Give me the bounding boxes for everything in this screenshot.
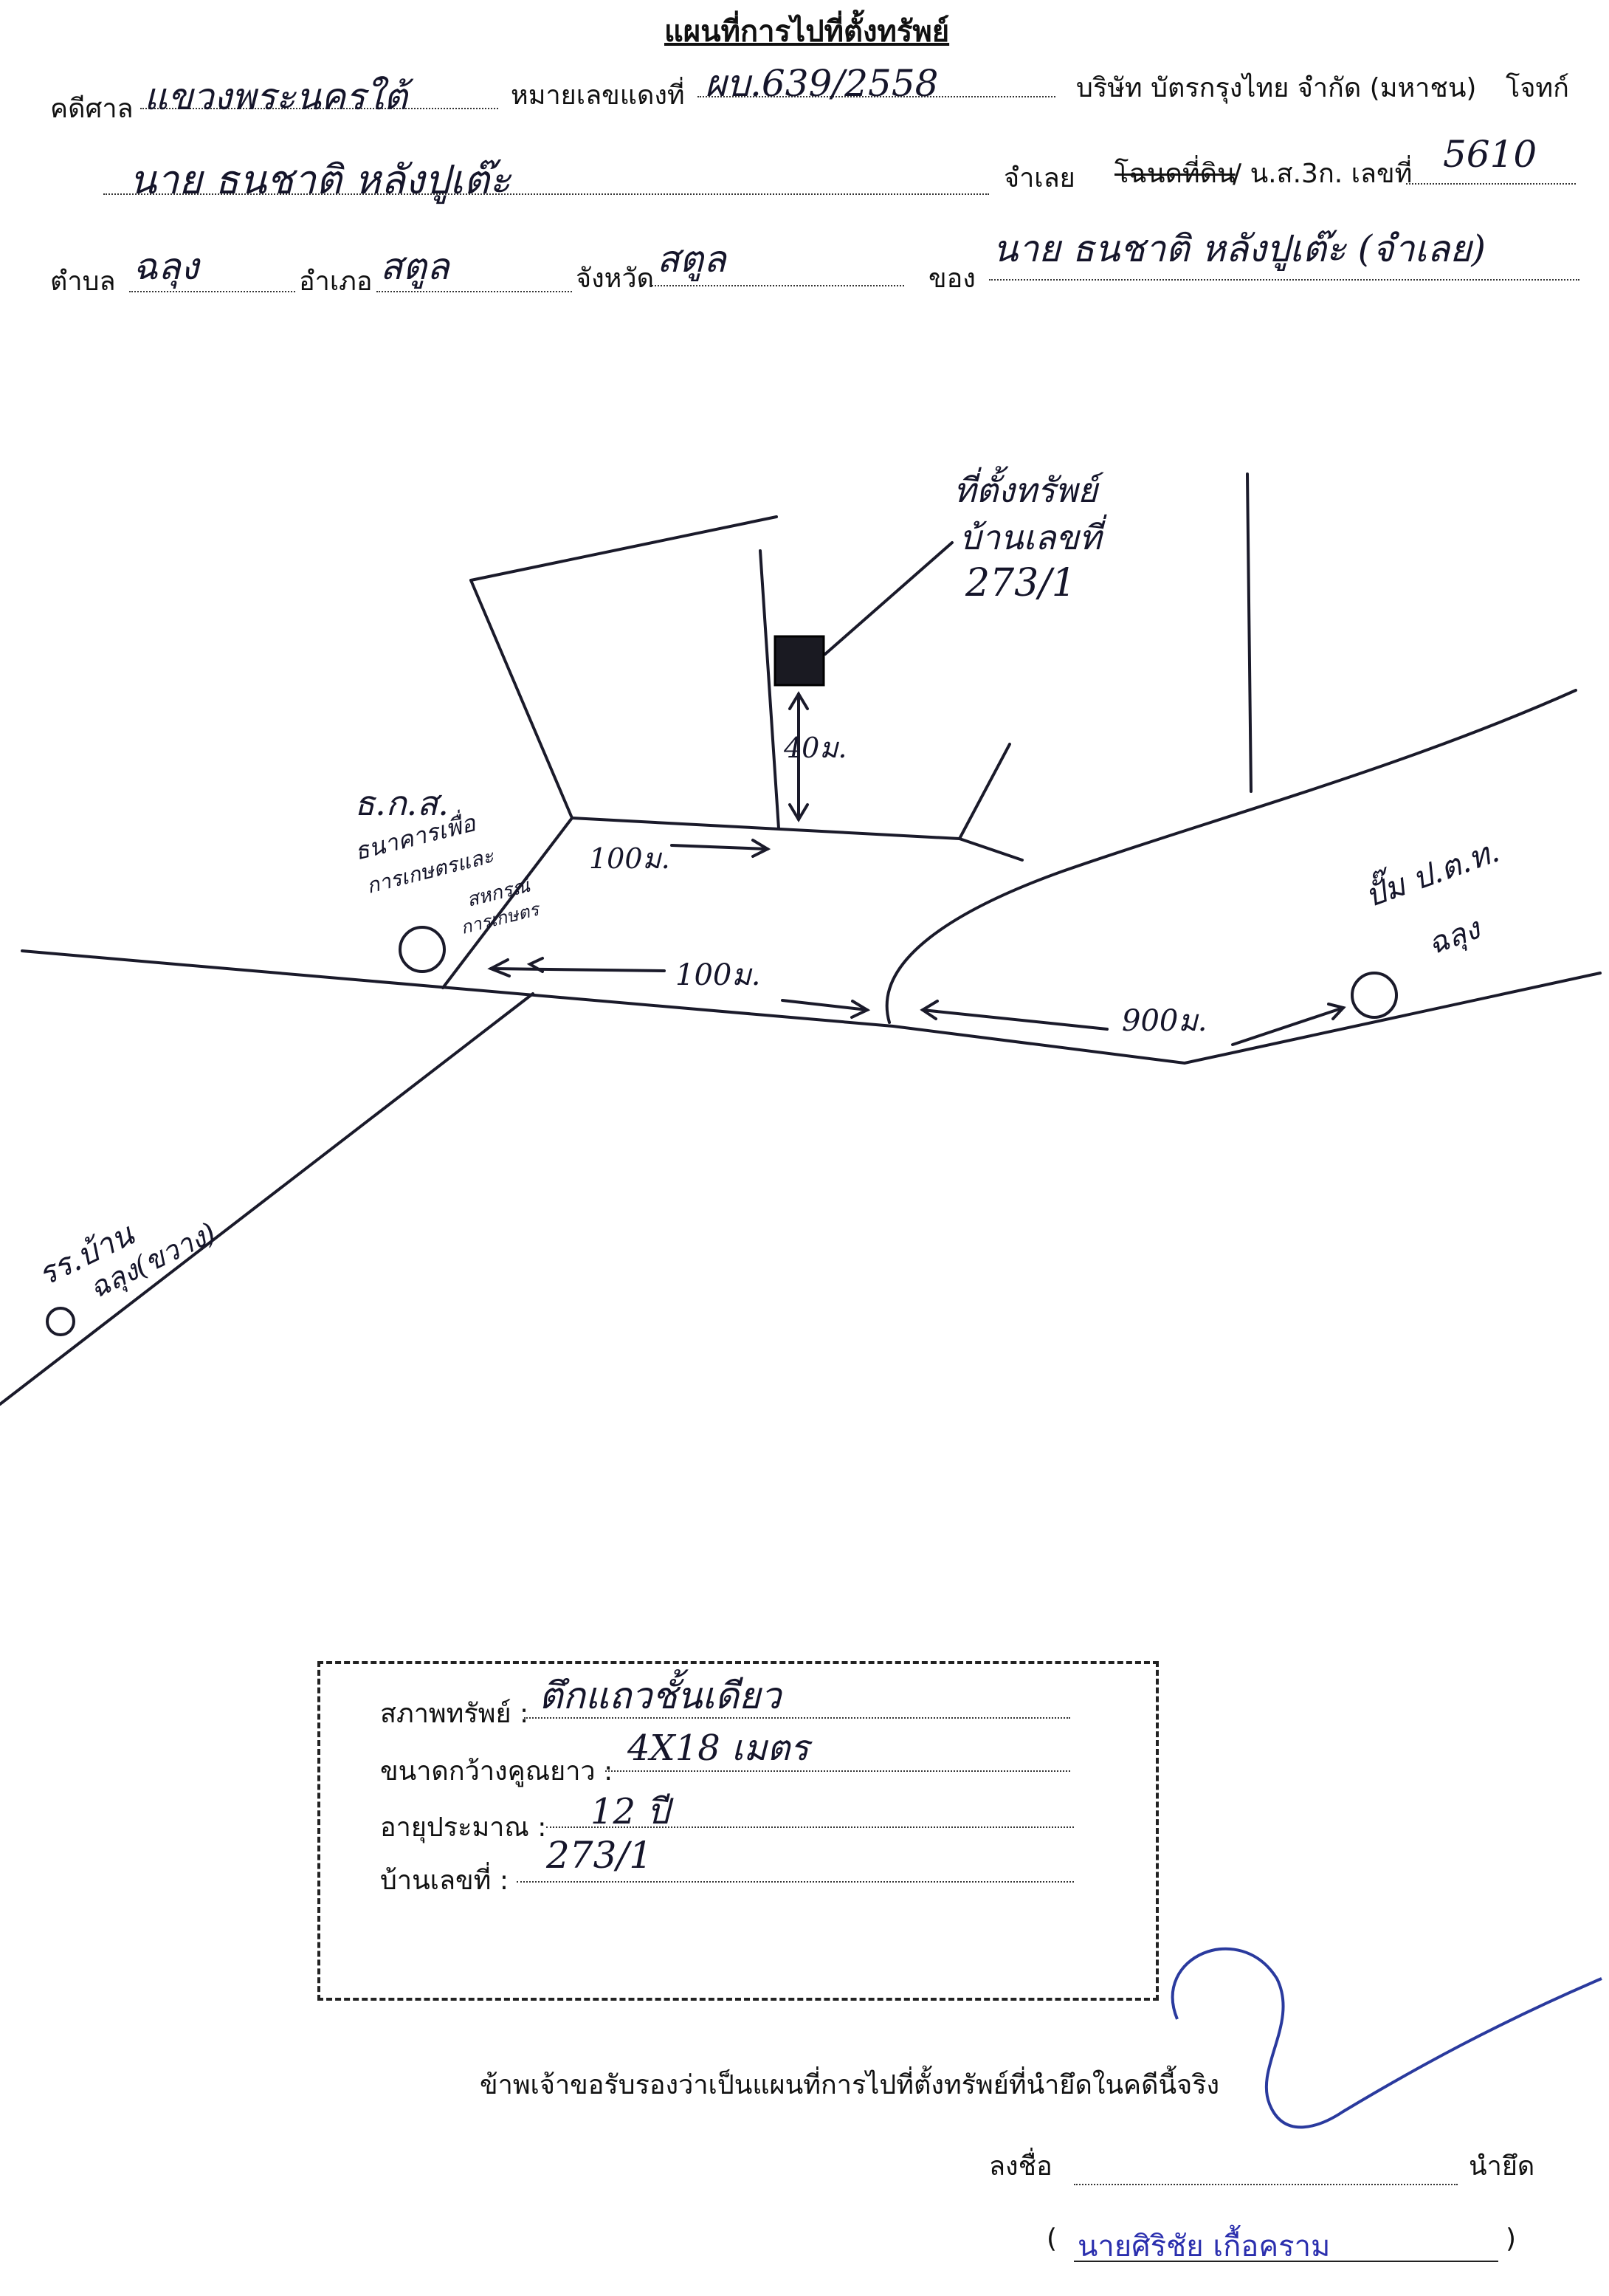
bank-lane xyxy=(441,817,573,989)
court-value: แขวงพระนครใต้ xyxy=(144,75,407,118)
bank-label-line1: ธ.ก.ส. xyxy=(354,783,449,823)
case-value: ผบ.639/2558 xyxy=(705,62,939,105)
arrow-900m xyxy=(921,1008,1109,1031)
sign-role: นำยึด xyxy=(1469,2151,1535,2182)
bank-marker xyxy=(399,926,446,973)
province-field-line xyxy=(650,285,904,286)
distance-100m-bottom: 100ม. xyxy=(675,958,761,992)
condition-field-line xyxy=(524,1717,1070,1719)
curved-road xyxy=(885,689,1577,1024)
district-value: สตูล xyxy=(380,245,449,288)
school-road xyxy=(0,992,534,1406)
deed-value: 5610 xyxy=(1443,133,1537,176)
plot-front-edge xyxy=(571,817,961,840)
arrow-100m-top xyxy=(670,844,769,850)
plot-divider xyxy=(759,549,780,830)
plaintiff-name: บริษัท บัตรกรุงไทย จำกัด (มหาชน) xyxy=(1076,73,1477,103)
signer-name: นายศิริชัย เกื้อคราม xyxy=(1078,2230,1331,2264)
plot-left-edge xyxy=(469,579,573,819)
province-label: จังหวัด xyxy=(576,264,654,294)
deed-field-line xyxy=(1406,183,1576,185)
house-leader xyxy=(824,541,954,656)
property-label-line3: 273/1 xyxy=(965,561,1076,605)
arrow-100m-bottom-right xyxy=(781,999,869,1011)
paren-open: ( xyxy=(1047,2224,1058,2254)
sign-label: ลงชื่อ xyxy=(989,2151,1052,2182)
defendant-value: นาย ธนชาติ หลังปูเต๊ะ xyxy=(129,157,511,203)
district-field-line xyxy=(376,291,572,292)
court-field-line xyxy=(140,108,498,109)
school-marker xyxy=(46,1307,75,1336)
property-label-line2: บ้านเลขที่ xyxy=(959,518,1102,557)
size-field-line xyxy=(605,1770,1070,1772)
case-field-line xyxy=(697,96,1055,97)
signature-mark xyxy=(1171,1947,1602,2129)
plot-left-boundary xyxy=(469,515,778,582)
main-road xyxy=(21,949,1602,1065)
distance-100m-top: 100ม. xyxy=(589,842,670,875)
page-title: แผนที่การไปที่ตั้งทรัพย์ xyxy=(664,15,950,49)
condition-value: ตึกแถวชั้นเดียว xyxy=(539,1674,782,1717)
owner-label: ของ xyxy=(928,264,976,294)
house-number-value: 273/1 xyxy=(546,1834,653,1877)
subdistrict-value: ฉลุง xyxy=(133,245,199,288)
signature-line xyxy=(1074,2184,1458,2185)
condition-label: สภาพทรัพย์ : xyxy=(380,1699,529,1729)
case-label: หมายเลขแดงที่ xyxy=(511,80,685,111)
plot-back-line xyxy=(958,743,1011,840)
court-label: คดีศาล xyxy=(50,94,134,124)
property-details-box xyxy=(317,1661,1159,2001)
subdistrict-field-line xyxy=(129,291,295,292)
property-label-line1: ที่ตั้งทรัพย์ xyxy=(954,470,1098,510)
house-marker xyxy=(774,635,825,687)
certification-text: ข้าพเจ้าขอรับรองว่าเป็นแผนที่การไปที่ตั้… xyxy=(480,2070,1220,2100)
right-boundary-vertical xyxy=(1246,472,1253,793)
house-number-label: บ้านเลขที่ : xyxy=(380,1866,509,1896)
plot-back-line-2 xyxy=(958,837,1024,862)
size-label: ขนาดกว้างคูณยาว : xyxy=(380,1756,613,1787)
arrow-100m-bottom xyxy=(489,967,666,972)
size-value: 4X18 เมตร xyxy=(627,1728,810,1769)
plaintiff-role: โจทก์ xyxy=(1506,73,1569,103)
defendant-field-line xyxy=(103,193,989,195)
distance-900m: 900ม. xyxy=(1122,1004,1207,1038)
district-label: อำเภอ xyxy=(299,267,373,297)
age-field-line xyxy=(546,1826,1074,1828)
province-value: สตูล xyxy=(657,238,726,281)
subdistrict-label: ตำบล xyxy=(50,267,116,297)
distance-40m: 40ม. xyxy=(784,732,847,764)
signer-name-underline xyxy=(1074,2261,1498,2262)
age-label: อายุประมาณ : xyxy=(380,1812,547,1843)
pump-marker xyxy=(1351,972,1398,1019)
owner-value: นาย ธนชาติ หลังปูเต๊ะ (จำเลย) xyxy=(993,227,1486,270)
age-value: 12 ปี xyxy=(590,1791,669,1832)
deed-label: / น.ส.3ก. เลขที่ xyxy=(1233,159,1413,189)
deed-label-struck: โฉนดที่ดิน xyxy=(1114,159,1236,189)
house-number-field-line xyxy=(517,1881,1074,1883)
owner-field-line xyxy=(989,279,1579,281)
defendant-role: จำเลย xyxy=(1004,163,1075,193)
paren-close: ) xyxy=(1506,2224,1517,2254)
